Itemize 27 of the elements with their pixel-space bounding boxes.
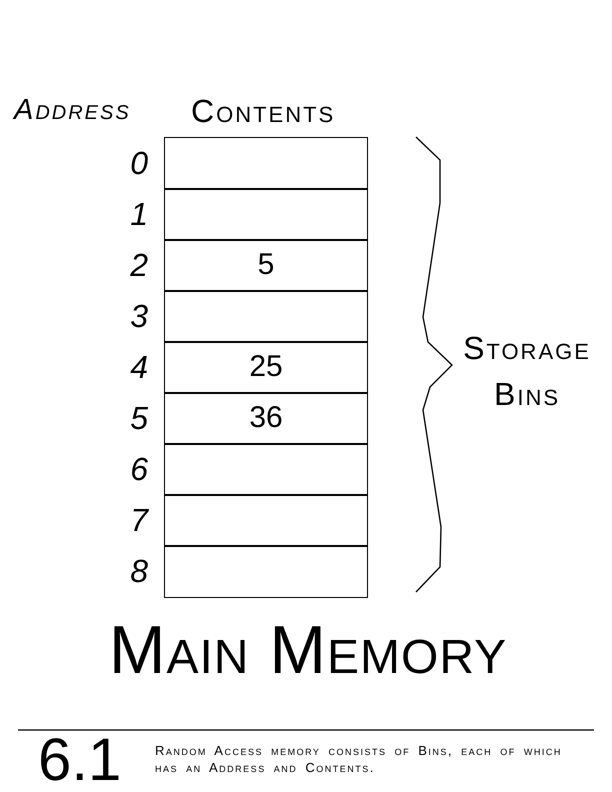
column-header: Contents	[191, 95, 336, 127]
column-header: Address	[14, 96, 132, 125]
address-number: 0	[129, 147, 148, 179]
memory-cell	[164, 239, 368, 292]
figure-caption: Random Access memory consists of Bins, each of which has an Address and Contents.	[155, 742, 563, 776]
cell-value: 5	[256, 247, 276, 284]
address-number: 5	[129, 402, 148, 434]
cell-value: 36	[248, 400, 284, 436]
address-number: 4	[129, 351, 148, 383]
memory-cell	[164, 290, 368, 342]
brace-label: Storage Bins	[462, 329, 592, 414]
memory-cell	[164, 545, 368, 598]
address-number: 6	[129, 453, 148, 485]
memory-cell	[164, 494, 368, 546]
address-number: 1	[129, 198, 148, 230]
memory-cell	[164, 341, 368, 394]
diagram-title: Main Memory	[108, 616, 508, 684]
memory-cell	[164, 188, 368, 240]
memory-cell	[164, 443, 368, 496]
address-number: 8	[129, 555, 148, 587]
address-number: 2	[129, 249, 148, 281]
memory-cell	[164, 392, 368, 444]
address-number: 7	[129, 504, 148, 536]
memory-cell	[164, 137, 368, 190]
cell-value: 25	[248, 349, 284, 386]
address-number: 3	[129, 300, 148, 332]
figure-number: 6.1	[38, 730, 122, 790]
